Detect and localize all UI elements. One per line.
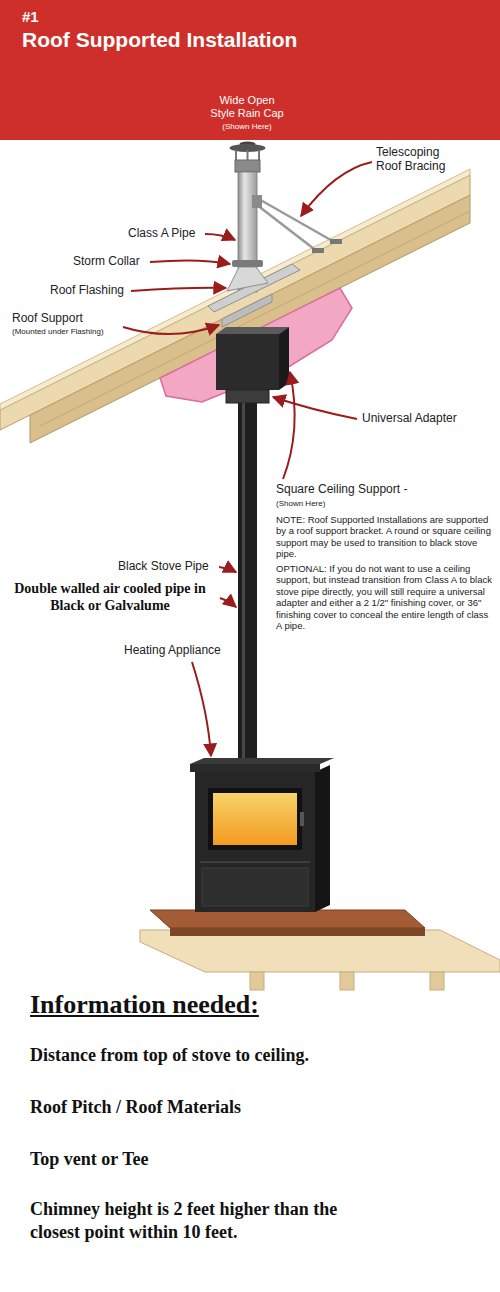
part-note: (Shown Here) — [209, 122, 285, 131]
floor — [140, 930, 500, 990]
requirement-item: Top vent or Tee — [30, 1149, 149, 1170]
pipe-description: Double walled air cooled pipe in Black o… — [4, 581, 216, 615]
section-heading: Information needed: — [30, 990, 259, 1020]
leader-line — [123, 325, 219, 334]
leader-line — [205, 234, 235, 240]
header-band: #1Roof Supported Installation — [0, 0, 500, 140]
leader-line — [150, 260, 230, 264]
requirement-item: Chimney height is 2 feet higher than the… — [30, 1198, 360, 1245]
part-label: Square Ceiling Support - — [276, 483, 407, 497]
part-label: Class A Pipe — [128, 227, 195, 241]
hearth — [150, 910, 425, 936]
title-text: Roof Supported Installation — [22, 28, 478, 52]
part-note: (Mounted under Flashing) — [12, 327, 104, 336]
part-label: Wide Open Style Rain Cap — [209, 94, 285, 119]
square-ceiling-support — [216, 334, 279, 390]
universal-adapter — [226, 390, 269, 403]
part-label: Roof Flashing — [50, 284, 124, 298]
flashing-cone — [227, 267, 268, 291]
part-label: Universal Adapter — [362, 412, 457, 426]
part-label: Storm Collar — [73, 255, 140, 269]
leader-line — [301, 162, 372, 216]
leader-line — [192, 662, 211, 756]
roof — [0, 169, 470, 443]
part-label: Heating Appliance — [124, 644, 221, 658]
wood-stove — [190, 758, 334, 912]
leader-line — [219, 567, 236, 572]
figure-number: #1 — [22, 8, 478, 25]
leader-line — [273, 397, 357, 419]
ceiling-support-top — [216, 327, 289, 334]
part-note: (Shown Here) — [276, 499, 325, 508]
requirement-item: Roof Pitch / Roof Materials — [30, 1097, 241, 1118]
leader-line — [220, 598, 236, 607]
requirement-item: Distance from top of stove to ceiling. — [30, 1045, 309, 1066]
stove-pipe — [238, 403, 257, 764]
leader-line — [131, 288, 226, 291]
part-label: Roof Support — [12, 312, 83, 326]
insulation — [160, 288, 352, 402]
roof-bracing — [252, 195, 342, 253]
rain-cap — [230, 142, 266, 173]
storm-collar — [232, 260, 263, 267]
part-label: Telescoping Roof Bracing — [376, 146, 452, 174]
note-text: NOTE: Roof Supported Installations are s… — [276, 514, 492, 560]
leader-line — [283, 372, 295, 479]
note-text: OPTIONAL: If you do not want to use a ce… — [276, 563, 492, 631]
part-label: Black Stove Pipe — [118, 560, 209, 574]
